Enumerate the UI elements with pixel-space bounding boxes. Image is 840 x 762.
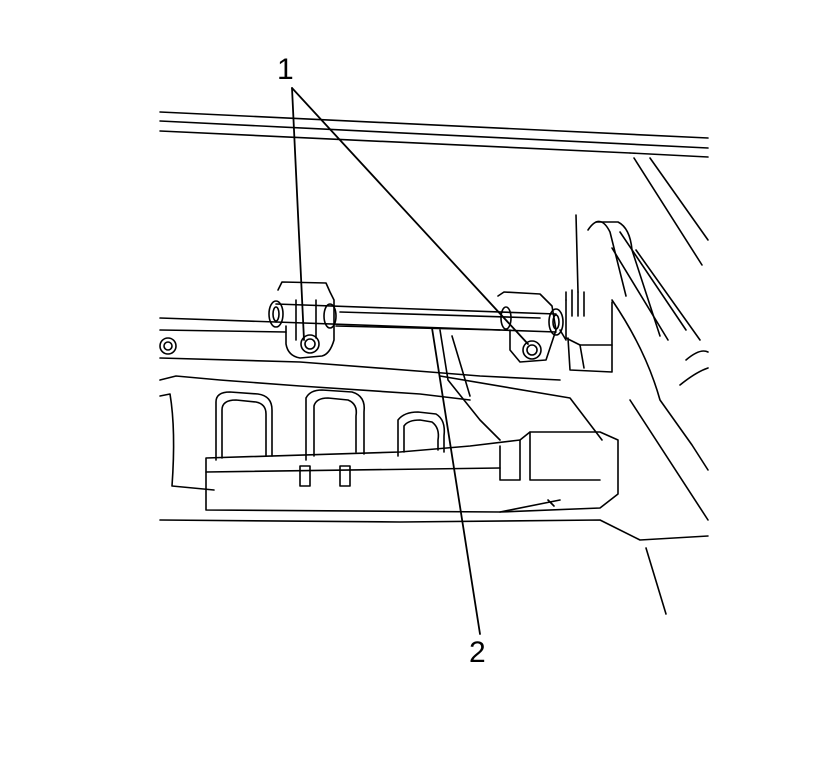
right-side-panel — [576, 158, 708, 520]
callout-leaders — [292, 88, 528, 634]
right-bracket — [498, 292, 563, 362]
mid-panel — [160, 318, 602, 440]
leader-1-right — [292, 88, 528, 344]
right-connector-housing — [566, 290, 612, 372]
leader-1-left — [292, 88, 304, 340]
leader-2 — [432, 328, 480, 634]
callout-label-2: 2 — [469, 636, 486, 669]
lower-housing — [160, 376, 708, 614]
left-bracket — [269, 282, 336, 358]
callout-label-1: 1 — [277, 53, 294, 86]
left-nut — [160, 338, 176, 354]
upper-panel-edge — [160, 112, 708, 157]
